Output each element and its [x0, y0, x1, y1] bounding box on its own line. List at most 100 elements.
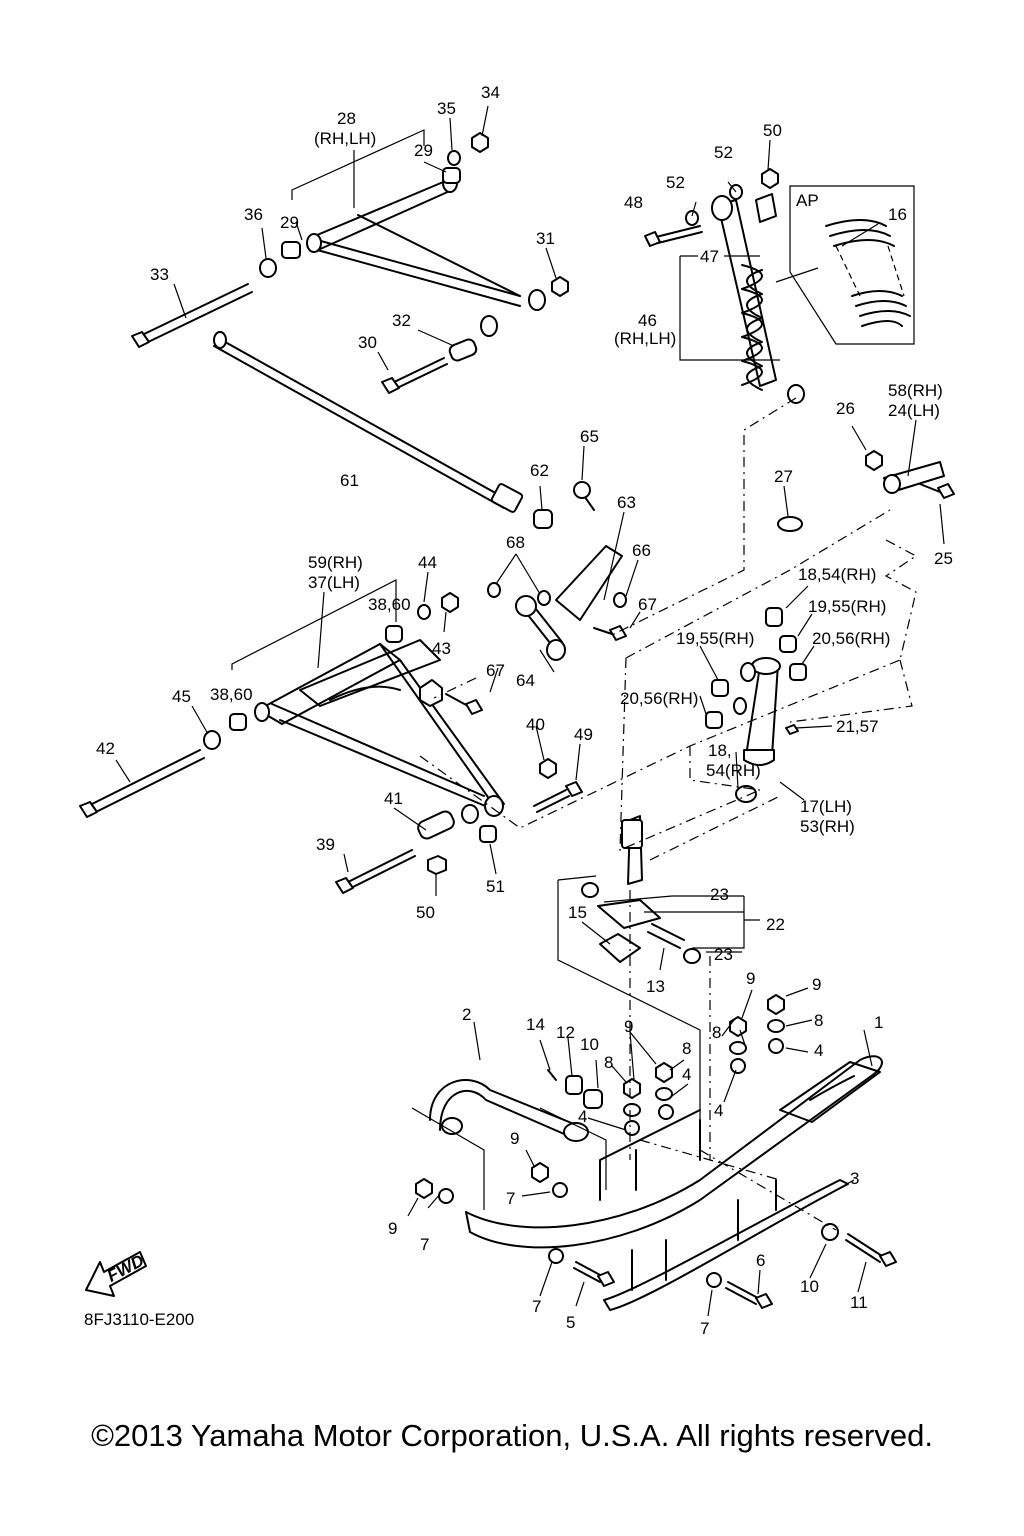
callout-67b: 67 — [486, 661, 505, 680]
callout-23b: 23 — [714, 945, 733, 964]
callout-6: 6 — [756, 1251, 765, 1270]
callout-17: 17(LH) — [800, 797, 852, 816]
ap-inset — [789, 185, 915, 345]
upper-arm-assembly — [131, 132, 569, 394]
callout-59: 59(RH) — [308, 553, 363, 572]
fwd-label: FWD — [104, 1251, 147, 1286]
callout-61: 61 — [340, 471, 359, 490]
callout-39: 39 — [316, 835, 335, 854]
callout-5: 5 — [566, 1313, 575, 1332]
callout-18b: 18, — [708, 741, 732, 760]
spindle-assembly — [581, 450, 955, 964]
callout-8b: 8 — [814, 1011, 823, 1030]
callout-67a: 67 — [638, 595, 657, 614]
callout-20a: 20,56(RH) — [812, 629, 890, 648]
callout-31: 31 — [536, 229, 555, 248]
callout-47: 47 — [700, 247, 719, 266]
callout-40: 40 — [526, 715, 545, 734]
callout-62: 62 — [530, 461, 549, 480]
callout-22: 22 — [766, 915, 785, 934]
callout-29a: 29 — [414, 141, 433, 160]
callout-labels: 28 (RH,LH) 35 34 29 29 36 33 31 32 30 61… — [96, 83, 953, 1338]
callout-26: 26 — [836, 399, 855, 418]
callout-19a: 19,55(RH) — [808, 597, 886, 616]
leader-lines — [115, 105, 945, 1317]
callout-3: 3 — [850, 1169, 859, 1188]
callout-4b: 4 — [682, 1065, 691, 1084]
callout-4d: 4 — [578, 1107, 587, 1126]
callout-48: 48 — [624, 193, 643, 212]
callout-16: 16 — [888, 205, 907, 224]
assembly-lines — [411, 397, 918, 1231]
callout-45: 45 — [172, 687, 191, 706]
callout-41: 41 — [384, 789, 403, 808]
callout-18a: 18,54(RH) — [798, 565, 876, 584]
callout-15: 15 — [568, 903, 587, 922]
callout-8d: 8 — [682, 1039, 691, 1058]
callout-35: 35 — [437, 99, 456, 118]
callout-66: 66 — [632, 541, 651, 560]
callout-9c: 9 — [624, 1017, 633, 1036]
callout-53: 53(RH) — [800, 817, 855, 836]
fwd-arrow-icon: FWD — [85, 1251, 147, 1297]
ski-assembly — [415, 994, 897, 1311]
callout-29b: 29 — [280, 213, 299, 232]
callout-4c: 4 — [714, 1101, 723, 1120]
callout-32: 32 — [392, 311, 411, 330]
callout-12: 12 — [556, 1023, 575, 1042]
callout-19b: 19,55(RH) — [676, 629, 754, 648]
callout-50a: 50 — [763, 121, 782, 140]
callout-28: 28 — [337, 109, 356, 128]
callout-7b: 7 — [420, 1235, 429, 1254]
callout-8a: 8 — [712, 1023, 721, 1042]
callout-7c: 7 — [532, 1297, 541, 1316]
callout-42: 42 — [96, 739, 115, 758]
callout-46-side: (RH,LH) — [614, 329, 676, 348]
callout-63: 63 — [617, 493, 636, 512]
callout-14: 14 — [526, 1015, 545, 1034]
callout-23a: 23 — [710, 885, 729, 904]
callout-38a: 38,60 — [368, 595, 411, 614]
callout-65: 65 — [580, 427, 599, 446]
callout-9e: 9 — [388, 1219, 397, 1238]
callout-21: 21,57 — [836, 717, 879, 736]
callout-10a: 10 — [580, 1035, 599, 1054]
callout-49: 49 — [574, 725, 593, 744]
callout-9a: 9 — [746, 969, 755, 988]
shock-absorber — [644, 168, 805, 404]
callout-18c: 54(RH) — [706, 761, 761, 780]
link-assembly — [487, 481, 627, 661]
callout-13: 13 — [646, 977, 665, 996]
callout-24: 24(LH) — [888, 401, 940, 420]
callout-58: 58(RH) — [888, 381, 943, 400]
callout-25: 25 — [934, 549, 953, 568]
callout-9d: 9 — [510, 1129, 519, 1148]
callout-64: 64 — [516, 671, 535, 690]
callout-27: 27 — [774, 467, 793, 486]
callout-2: 2 — [462, 1005, 471, 1024]
torque-rod — [213, 331, 553, 529]
callout-20b: 20,56(RH) — [620, 689, 698, 708]
callout-52b: 52 — [666, 173, 685, 192]
callout-7d: 7 — [700, 1319, 709, 1338]
copyright-notice: ©2013 Yamaha Motor Corporation, U.S.A. A… — [91, 1418, 933, 1453]
callout-8c: 8 — [604, 1053, 613, 1072]
callout-7a: 7 — [506, 1189, 515, 1208]
lower-arm-assembly — [79, 592, 583, 894]
callout-38b: 38,60 — [210, 685, 253, 704]
diagram-code: 8FJ3110-E200 — [84, 1310, 195, 1329]
callout-43: 43 — [432, 639, 451, 658]
callout-9b: 9 — [812, 975, 821, 994]
callout-50b: 50 — [416, 903, 435, 922]
callout-46: 46 — [638, 311, 657, 330]
callout-44: 44 — [418, 553, 437, 572]
callout-51: 51 — [486, 877, 505, 896]
ap-label: AP — [796, 191, 819, 210]
callout-33: 33 — [150, 265, 169, 284]
callout-10b: 10 — [800, 1277, 819, 1296]
callout-1: 1 — [874, 1013, 883, 1032]
callout-68: 68 — [506, 533, 525, 552]
callout-52a: 52 — [714, 143, 733, 162]
callout-4a: 4 — [814, 1041, 823, 1060]
